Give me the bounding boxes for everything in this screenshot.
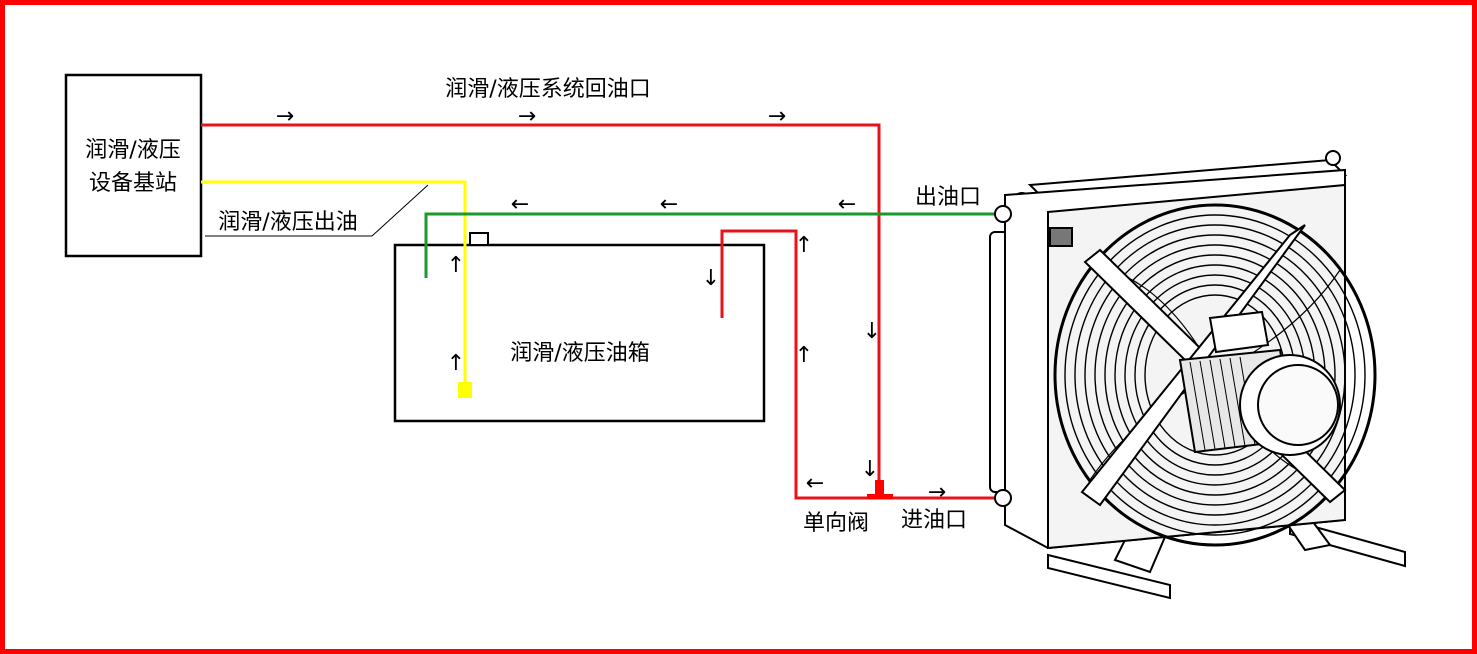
- supply-oil-line: [201, 180, 467, 385]
- flow-arrow-right: →: [518, 104, 536, 129]
- fan-guard-ring: [1074, 224, 1356, 526]
- flow-arrow-right: →: [276, 104, 294, 129]
- tank-breather-cap: [469, 232, 489, 246]
- fan-guard-ring: [1064, 214, 1366, 536]
- outlet-port-label: 出油口: [915, 185, 981, 210]
- check-valve-label: 单向阀: [803, 511, 869, 536]
- flow-arrow-left: ←: [511, 192, 529, 217]
- check-valve-body: [875, 480, 884, 497]
- outlet-port-fitting: [994, 205, 1012, 223]
- tank-return-line: [720, 229, 879, 500]
- station-label-line1: 润滑/液压: [85, 138, 180, 163]
- fan-oil-cooler-icon: [989, 150, 1406, 600]
- motor-fin: [1229, 357, 1246, 447]
- motor-fin: [1219, 358, 1236, 448]
- station-label-line2: 设备基站: [89, 171, 177, 196]
- equipment-station: 润滑/液压 设备基站: [64, 73, 203, 258]
- cooler-nameplate: [1049, 227, 1073, 247]
- flow-arrow-right: →: [768, 104, 786, 129]
- fan-guard-ring: [1053, 203, 1377, 547]
- lift-eye: [1325, 150, 1341, 166]
- flow-arrow-up: ↑: [795, 233, 813, 258]
- return-oil-line: [201, 123, 996, 500]
- flow-arrow-down: ↓: [863, 319, 881, 344]
- flow-arrow-left: ←: [660, 192, 678, 217]
- yellow-intake-filter: [458, 382, 472, 398]
- flow-arrow-up: ↑: [447, 351, 465, 376]
- motor-junction-box: [1208, 310, 1270, 354]
- oil-tank: 润滑/液压油箱: [393, 232, 766, 423]
- cooler-base-rail: [1047, 553, 1171, 600]
- flow-arrow-left: ←: [806, 471, 824, 496]
- oil-tank-label: 润滑/液压油箱: [510, 341, 649, 366]
- flow-arrow-down: ↓: [861, 457, 879, 482]
- check-valve: [867, 480, 893, 499]
- flow-arrow-right: →: [928, 480, 946, 505]
- motor-end-cap-inner: [1257, 364, 1339, 446]
- outlet-oil-line: [424, 212, 996, 278]
- return-port-label: 润滑/液压系统回油口: [445, 77, 650, 102]
- oil-tank-box: [393, 243, 766, 423]
- inlet-port-label: 进油口: [901, 508, 967, 533]
- fan-guard-ring: [1084, 234, 1346, 516]
- flow-arrow-down: ↓: [702, 266, 720, 291]
- flow-arrow-up: ↑: [795, 343, 813, 368]
- inlet-port-fitting: [994, 489, 1012, 507]
- flow-arrow-left: ←: [838, 192, 856, 217]
- supply-label-leader: [205, 184, 429, 237]
- motor-fin: [1209, 359, 1226, 449]
- supply-oil-label: 润滑/液压出油: [218, 210, 357, 235]
- motor-fin: [1189, 361, 1206, 451]
- check-valve-base: [867, 494, 893, 499]
- flow-arrow-up: ↑: [447, 253, 465, 278]
- motor-fin: [1199, 360, 1216, 450]
- station-box: [64, 73, 203, 258]
- fan-guard-ring: [1094, 244, 1336, 506]
